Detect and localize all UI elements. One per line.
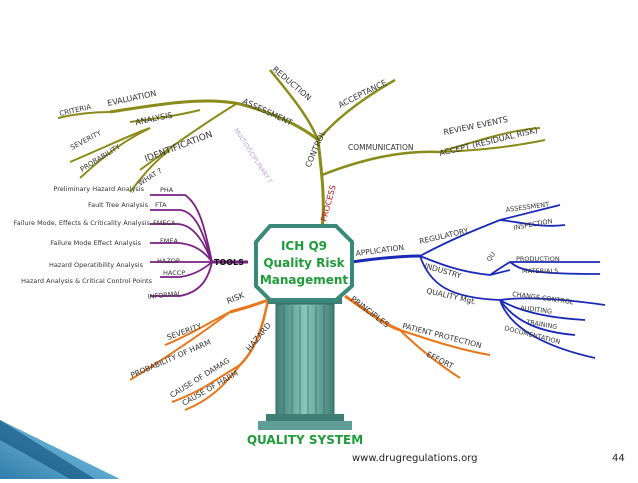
- label-patient-protection: PATIENT PROTECTION: [402, 321, 483, 350]
- corner-stripe-1: [0, 420, 120, 479]
- pillar: [258, 296, 352, 430]
- label-materials: MATERIALS: [522, 267, 558, 275]
- label-probability-a: PROBABILITY: [79, 142, 123, 173]
- label-acceptance: ACCEPTANCE: [337, 78, 388, 110]
- quality-system-label: QUALITY SYSTEM: [247, 433, 363, 447]
- label-team: MULTIDISCIPLINARY TEAM: [0, 0, 274, 185]
- risk-branch-lines: [129, 294, 491, 411]
- tool-abbr-2: FMECA: [153, 219, 176, 227]
- corner-stripe-2: [0, 420, 95, 479]
- tool-full-5: Hazard Analysis & Critical Control Point…: [21, 277, 152, 285]
- page-number: 44: [612, 453, 625, 464]
- label-severity: SEVERITY: [166, 321, 203, 342]
- tool-abbr-3: FMEA: [160, 237, 178, 245]
- label-effort: EFFORT: [425, 350, 455, 371]
- label-analysis: ANALYSIS: [135, 111, 174, 127]
- label-principles: PRINCIPLES: [349, 294, 391, 329]
- tool-full-0: Preliminary Hazard Analysis: [53, 185, 144, 193]
- label-risk: RISK: [225, 290, 246, 305]
- label-quality-mgt: QUALITY Mgt.: [426, 286, 478, 306]
- tool-abbr-6: INFORMAL: [147, 289, 182, 301]
- label-production: PRODUCTION: [516, 255, 560, 263]
- center-title-3: Management: [260, 273, 349, 287]
- center-title-2: Quality Risk: [263, 256, 345, 270]
- tool-abbr-4: HAZOP: [157, 257, 180, 265]
- label-criteria: CRITERIA: [59, 103, 92, 118]
- tool-full-3: Failure Mode Effect Analysis: [50, 239, 141, 247]
- tool-full-1: Fault Tree Analysis: [88, 201, 149, 209]
- tool-abbr-5: HACCP: [163, 269, 185, 277]
- label-cause-damage: CAUSE OF DAMAGE: [0, 0, 231, 400]
- process-branch-lines: [57, 69, 546, 229]
- label-qu: QU: [485, 250, 497, 263]
- tools-branch-lines: [150, 194, 248, 297]
- label-hazard: HAZARD: [245, 321, 273, 353]
- label-change-control: CHANGE CONTROL: [512, 290, 575, 306]
- tool-abbr-0: PHA: [160, 186, 174, 194]
- label-tools: TOOLS: [214, 258, 244, 267]
- tool-full-4: Hazard Operatibility Analysis: [49, 261, 144, 269]
- tool-abbr-1: FTA: [155, 201, 167, 209]
- tools-list: Preliminary Hazard Analysis PHA Fault Tr…: [14, 185, 186, 301]
- label-auditing: AUDITING: [520, 304, 553, 316]
- label-assessment-r: ASSESSMENT: [505, 200, 549, 214]
- label-identification: IDENTIFICATION: [144, 130, 215, 165]
- center-octagon: [254, 224, 354, 302]
- label-severity-a: SEVERITY: [69, 129, 103, 152]
- tool-full-2: Failure Mode, Effects & Criticality Anal…: [14, 219, 151, 227]
- center-title-1: ICH Q9: [281, 239, 327, 253]
- application-branch-lines: [351, 204, 606, 359]
- label-review-events: REVIEW EVENTS: [443, 115, 509, 137]
- label-assessment: ASSESSMENT: [241, 97, 294, 128]
- label-inspection: INSPECTION: [513, 217, 553, 232]
- footer-url[interactable]: www.drugregulations.org: [352, 453, 478, 464]
- label-communication: COMMUNICATION: [348, 143, 414, 152]
